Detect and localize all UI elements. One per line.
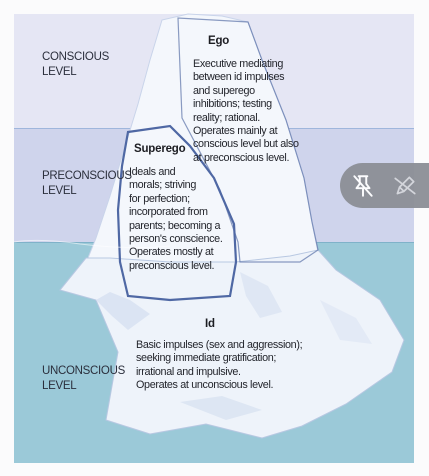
ice-shade <box>180 396 262 420</box>
pen-off-icon[interactable] <box>392 173 418 199</box>
superego-title: Superego <box>134 143 186 155</box>
waterline <box>13 239 171 249</box>
floating-toolbar <box>340 163 429 208</box>
ice-shade <box>320 300 372 344</box>
superego-outline <box>116 124 238 302</box>
ice-shade <box>240 272 282 318</box>
pin-off-icon[interactable] <box>350 173 376 199</box>
conscious-level-label: CONSCIOUS LEVEL <box>42 51 109 78</box>
unconscious-level-label: UNCONSCIOUS LEVEL <box>42 365 125 392</box>
id-title: Id <box>205 318 215 330</box>
id-description: Basic impulses (sex and aggression); see… <box>136 339 303 392</box>
ego-description: Executive mediating between id impulses … <box>193 58 299 164</box>
superego-description: Ideals and morals; striving for perfecti… <box>129 166 223 272</box>
ice-shade <box>96 292 150 330</box>
ego-title: Ego <box>208 35 230 47</box>
preconscious-level-label: PRECONSCIOUS LEVEL <box>42 170 132 197</box>
